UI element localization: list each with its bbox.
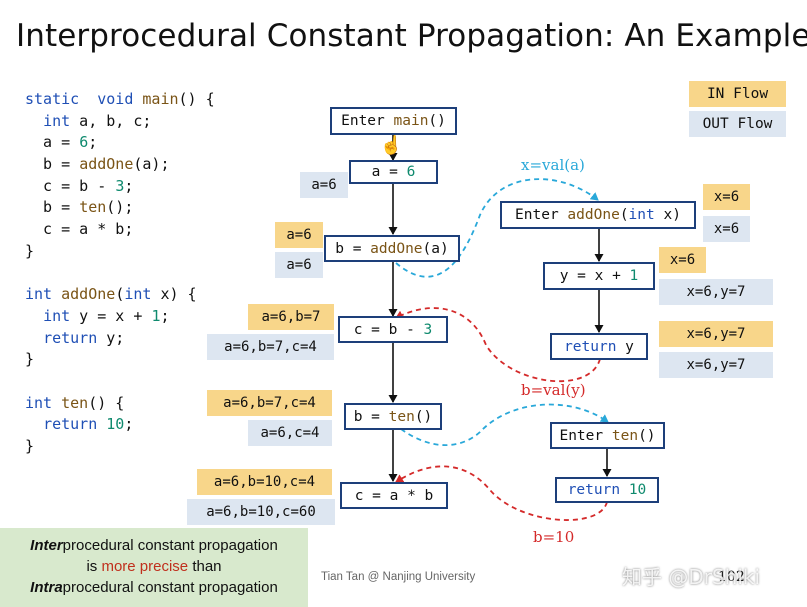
out-fact-c-a-times-b: a=6,b=10,c=60 <box>187 499 335 525</box>
note-line-3: Intraprocedural constant propagation <box>30 579 278 596</box>
code-line: a = 6; <box>25 133 98 152</box>
out-fact-b-addone: a=6 <box>275 252 323 278</box>
source-code: static void main() { int a, b, c; a = 6;… <box>25 89 215 458</box>
code-line: static void main() { <box>25 90 215 108</box>
node-return-10: return 10 <box>555 477 659 503</box>
slide-title: Interprocedural Constant Propagation: An… <box>16 18 807 54</box>
node-a-eq-6: a = 6 <box>349 160 438 184</box>
hand-cursor-icon: ☝ <box>380 135 403 155</box>
in-fact-y-eq-x-plus-1: x=6 <box>659 247 706 273</box>
node-enter-ten: Enter ten() <box>550 422 665 449</box>
node-c-a-times-b: c = a * b <box>340 482 448 509</box>
out-fact-return-y: x=6,y=7 <box>659 352 773 378</box>
return-label-addone: b=val(y) <box>521 381 586 399</box>
page-number: 102 <box>718 569 745 585</box>
return-label-ten: b=10 <box>533 528 575 546</box>
code-line: c = b - 3; <box>25 176 134 195</box>
code-line: int a, b, c; <box>43 111 152 130</box>
footer-credit: Tian Tan @ Nanjing University <box>321 571 476 583</box>
in-fact-b-ten: a=6,b=7,c=4 <box>207 390 332 416</box>
out-fact-c-b-minus-3: a=6,b=7,c=4 <box>207 334 334 360</box>
note-line-1: Interprocedural constant propagation <box>30 537 278 554</box>
out-fact-y-eq-x-plus-1: x=6,y=7 <box>659 279 773 305</box>
node-return-y: return y <box>550 333 648 360</box>
legend-out-flow: OUT Flow <box>689 111 786 137</box>
code-line: int y = x + 1; <box>43 306 170 325</box>
in-fact-return-y: x=6,y=7 <box>659 321 773 347</box>
code-line: return 10; <box>43 415 134 434</box>
code-line: } <box>25 437 35 455</box>
node-b-addone: b = addOne(a) <box>324 235 460 262</box>
code-line: c = a * b; <box>25 220 134 239</box>
code-line: return y; <box>43 328 125 347</box>
note-line-2: is more precise than <box>86 558 222 575</box>
code-line: b = ten(); <box>25 198 134 217</box>
legend-in-flow: IN Flow <box>689 81 786 107</box>
node-y-eq-x-plus-1: y = x + 1 <box>543 262 655 290</box>
code-line: int ten() { <box>25 393 125 412</box>
code-line: b = addOne(a); <box>25 155 170 174</box>
code-line <box>25 263 215 285</box>
out-fact-b-ten: a=6,c=4 <box>248 420 332 446</box>
node-enter-main: Enter main() <box>330 107 457 135</box>
node-b-ten: b = ten() <box>344 403 442 430</box>
code-line: int addOne(int x) { <box>25 285 197 304</box>
node-enter-addone: Enter addOne(int x) <box>500 201 696 229</box>
in-fact-enter-addone: x=6 <box>703 184 750 210</box>
call-label-addone: x=val(a) <box>521 156 585 174</box>
node-c-b-minus-3: c = b - 3 <box>338 316 448 343</box>
watermark: 知乎 @DrShiki <box>622 565 761 589</box>
out-fact-a-eq-6: a=6 <box>300 172 348 198</box>
in-fact-c-b-minus-3: a=6,b=7 <box>248 304 334 330</box>
code-line <box>25 371 215 393</box>
in-fact-b-addone: a=6 <box>275 222 323 248</box>
code-line: } <box>25 241 35 260</box>
in-fact-c-a-times-b: a=6,b=10,c=4 <box>197 469 332 495</box>
conclusion-note: Interprocedural constant propagation is … <box>0 528 308 607</box>
code-line: } <box>25 350 35 369</box>
out-fact-enter-addone: x=6 <box>703 216 750 242</box>
